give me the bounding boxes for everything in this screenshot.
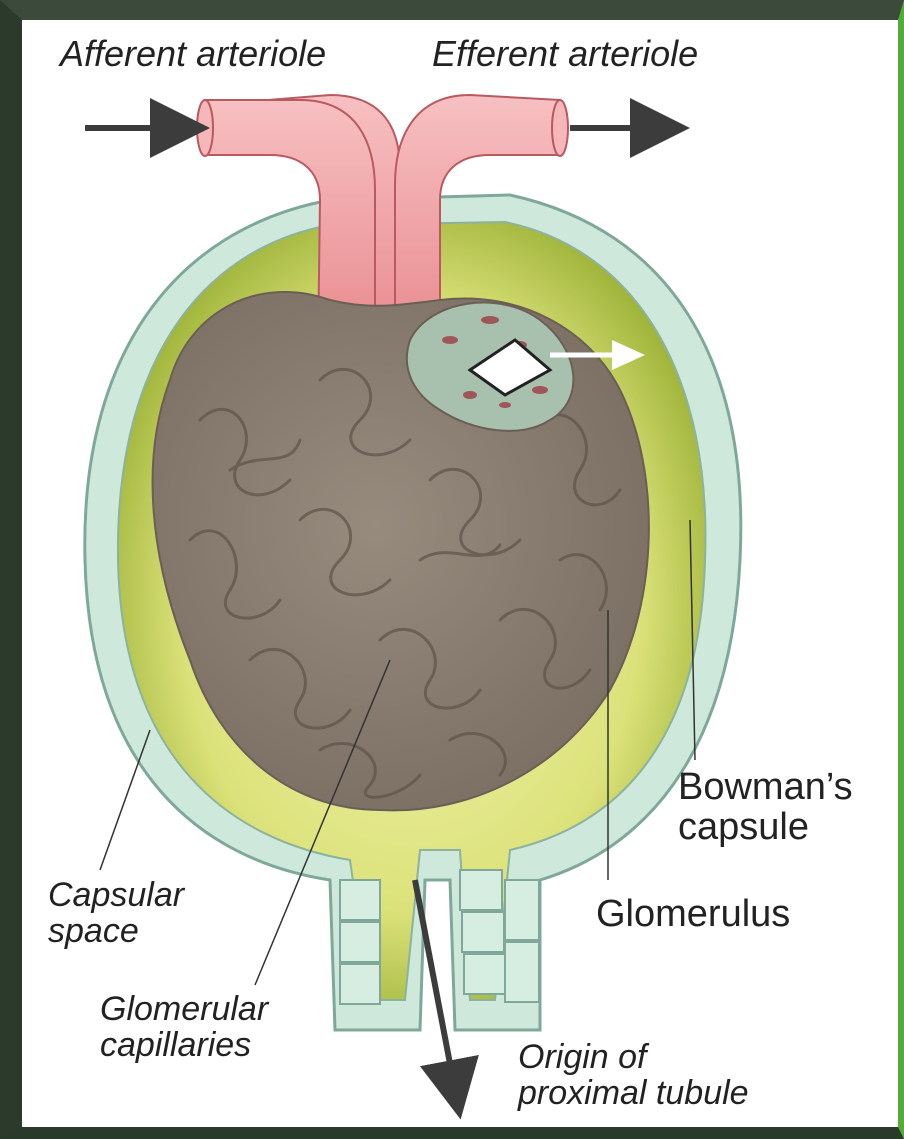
- label-capsular-line1: Capsular: [48, 878, 184, 914]
- label-origin-line1: Origin of: [518, 1040, 749, 1076]
- label-capsular-line2: space: [48, 914, 184, 950]
- label-afferent-arteriole: Afferent arteriole: [60, 35, 326, 73]
- proximal-tubule-cells: [340, 870, 539, 1004]
- label-glomerular-capillaries: Glomerular capillaries: [100, 992, 268, 1063]
- label-capsular-space: Capsular space: [48, 878, 184, 949]
- leader-capsular-space: [100, 730, 150, 870]
- label-glomcap-line2: capillaries: [100, 1028, 268, 1064]
- label-bowmans-line1: Bowman’s: [678, 768, 853, 808]
- label-origin-line2: proximal tubule: [518, 1076, 749, 1112]
- label-efferent-arteriole: Efferent arteriole: [432, 35, 698, 73]
- glomerular-capillary-tuft: [153, 292, 649, 810]
- label-bowmans-line2: capsule: [678, 808, 853, 848]
- label-glomcap-line1: Glomerular: [100, 992, 268, 1028]
- label-bowmans-capsule: Bowman’s capsule: [678, 768, 853, 848]
- label-origin-proximal-tubule: Origin of proximal tubule: [518, 1040, 749, 1111]
- label-glomerulus: Glomerulus: [596, 895, 790, 935]
